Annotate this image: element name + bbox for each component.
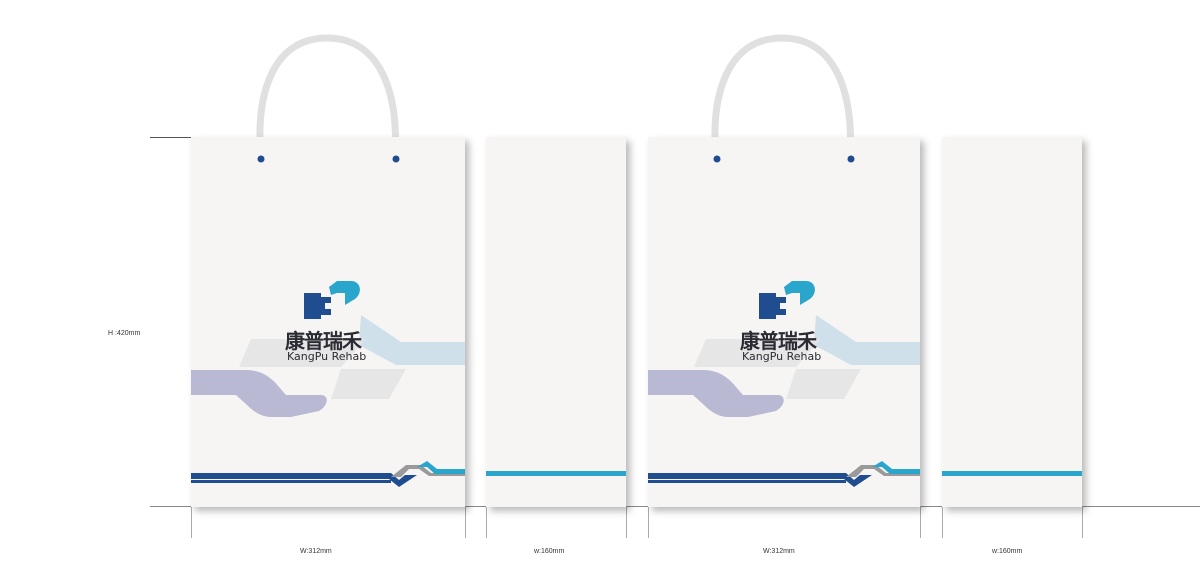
bag1-front-panel: 康普瑞禾 KangPu Rehab bbox=[191, 137, 465, 507]
bag2-handle bbox=[711, 34, 854, 162]
front2-width-label: W:312mm bbox=[763, 548, 795, 555]
bag2-side-stripe bbox=[942, 471, 1082, 476]
side1-width-label: w:160mm bbox=[534, 548, 565, 555]
brand-name-en: KangPu Rehab bbox=[742, 350, 822, 363]
bag1-handle bbox=[256, 34, 399, 162]
bag1-side-stripe bbox=[486, 471, 626, 476]
brand-name-cn: 康普瑞禾 bbox=[285, 329, 362, 353]
bag2-front-panel: 康普瑞禾 KangPu Rehab bbox=[648, 137, 920, 507]
bag1-side-panel bbox=[486, 137, 626, 507]
side2-width-label: w:160mm bbox=[992, 548, 1023, 555]
tick-side2-left bbox=[942, 506, 943, 538]
tick-front2-right bbox=[920, 506, 921, 538]
brand-name-en: KangPu Rehab bbox=[287, 350, 367, 363]
tick-front2-left bbox=[648, 506, 649, 538]
bag2-front-graphics bbox=[648, 155, 920, 487]
height-label: H :420mm bbox=[108, 330, 141, 337]
tick-side2-right bbox=[1082, 506, 1083, 538]
tick-side1-left bbox=[486, 506, 487, 538]
kangpu-logo-icon bbox=[304, 281, 360, 319]
brand-name-cn: 康普瑞禾 bbox=[740, 329, 817, 353]
bag2-side-panel bbox=[942, 137, 1082, 507]
tick-front1-right bbox=[465, 506, 466, 538]
front1-width-label: W:312mm bbox=[300, 548, 332, 555]
tick-side1-right bbox=[626, 506, 627, 538]
bag1-front-graphics bbox=[191, 155, 465, 487]
tick-front1-left bbox=[191, 506, 192, 538]
top-dimension-line bbox=[150, 137, 198, 138]
kangpu-logo-icon bbox=[759, 281, 815, 319]
